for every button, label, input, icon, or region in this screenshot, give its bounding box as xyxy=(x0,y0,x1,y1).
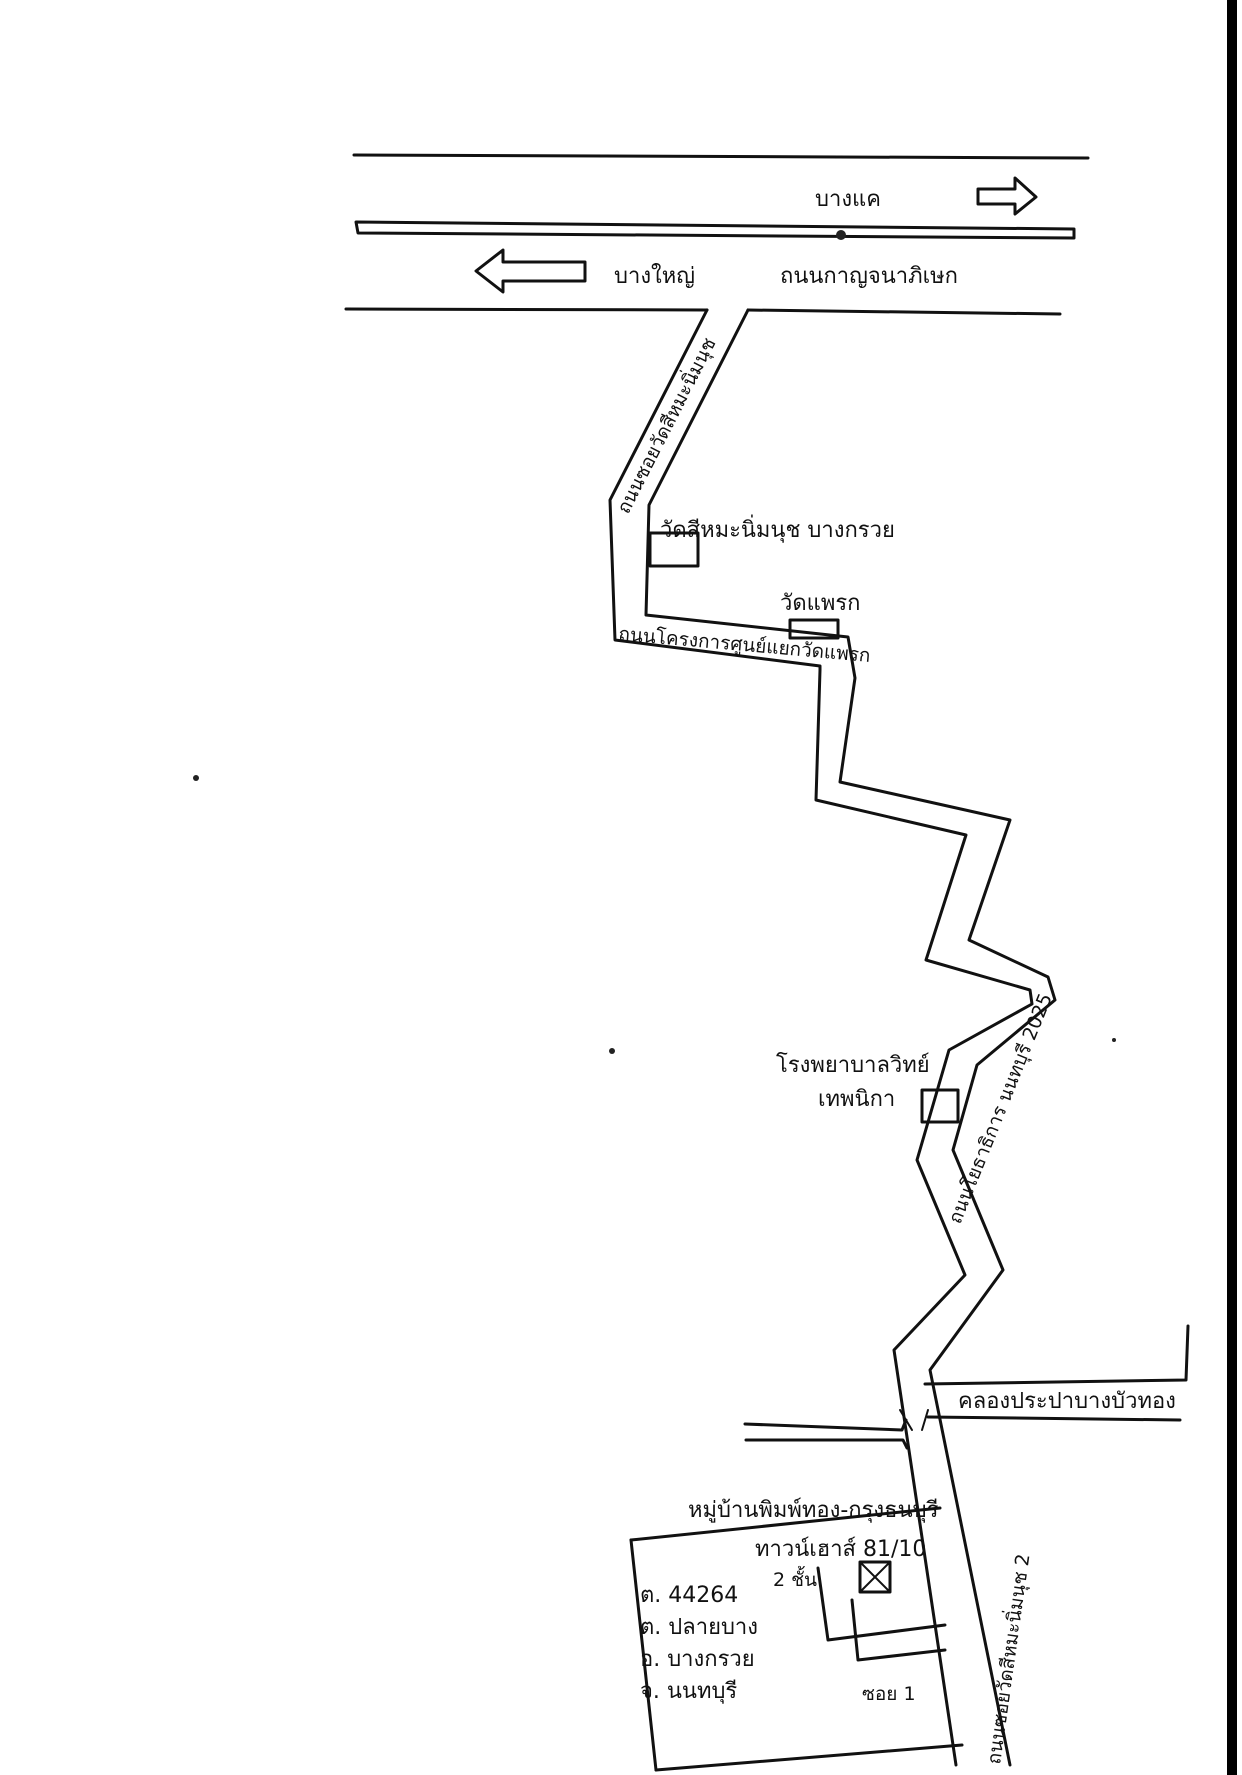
highway xyxy=(344,153,1090,316)
temple-2-marker xyxy=(788,618,840,640)
road-soi-1-label: ถนนซอยวัดสีหมะนิ่มนุช xyxy=(610,333,721,518)
highway-bottom-edge-left xyxy=(344,307,709,312)
arrow-left-icon xyxy=(474,248,587,294)
school-label-line2: เทพนิกา xyxy=(818,1087,895,1112)
canal-label: คลองประปาบางบัวทอง xyxy=(958,1389,1176,1414)
lane-soi-1 xyxy=(816,1566,947,1642)
destination: ซอย 1 ทาวน์เฮาส์ 81/10 2 ชั้น ต. 44264 ต… xyxy=(640,1537,947,1705)
route-right-edge xyxy=(644,308,1057,1767)
road-3-label: ถนนโยธาธิการ นนทบุรี 2025 xyxy=(943,990,1058,1227)
temple-1-marker xyxy=(648,531,700,568)
canal-right-upper xyxy=(923,1324,1190,1386)
address-line-2: ต. ปลายบาง xyxy=(640,1615,758,1640)
route-left-edge xyxy=(608,308,1034,1767)
lane-soi-1-label: ซอย 1 xyxy=(862,1683,916,1705)
address-line-4: จ. นนทบุรี xyxy=(640,1679,737,1704)
village-boundary-top xyxy=(629,1506,942,1542)
address-line-3: อ. บางกรวย xyxy=(640,1647,755,1672)
main-route xyxy=(608,308,1057,1767)
canal-arrow-right xyxy=(921,1409,929,1431)
house-label: ทาวน์เฮาส์ 81/10 xyxy=(755,1537,926,1562)
village-label: หมู่บ้านพิมพ์ทอง-กรุงธนบุรี xyxy=(688,1498,939,1523)
highway-median xyxy=(354,220,1076,240)
median-mark xyxy=(836,230,846,240)
temple-2: วัดแพรก xyxy=(780,591,860,640)
canal-right-lower xyxy=(926,1415,1182,1422)
highway-name-label: ถนนกาญจนาภิเษก xyxy=(780,264,958,289)
road-2-label: ถนนโครงการศูนย์แยกวัดแพรก xyxy=(618,622,872,667)
direction-west-label: บางใหญ่ xyxy=(614,263,695,289)
village: หมู่บ้านพิมพ์ทอง-กรุงธนบุรี xyxy=(629,1498,964,1772)
scan-speck xyxy=(193,775,199,781)
school-label-line1: โรงพยาบาลวิทย์ xyxy=(776,1052,930,1078)
village-boundary-bottom xyxy=(654,1743,964,1772)
canal-left-upper xyxy=(743,1418,908,1432)
address-line-1: ต. 44264 xyxy=(640,1583,738,1608)
house-marker-icon xyxy=(858,1560,892,1594)
scan-speck xyxy=(609,1048,615,1054)
school: โรงพยาบาลวิทย์ เทพนิกา xyxy=(776,1052,960,1124)
canal: คลองประปาบางบัวทอง xyxy=(743,1324,1190,1450)
direction-east-label: บางแค xyxy=(815,187,881,212)
highway-bottom-edge-right xyxy=(746,308,1062,316)
scan-speck xyxy=(1112,1038,1116,1042)
lane-soi-1-inner xyxy=(850,1598,947,1662)
house-floors-label: 2 ชั้น xyxy=(773,1566,817,1591)
school-marker xyxy=(920,1088,960,1124)
canal-left-lower xyxy=(744,1438,909,1450)
highway-top-edge xyxy=(352,153,1090,160)
village-boundary-left xyxy=(629,1538,658,1772)
temple-1: วัดสีหมะนิ่มนุช บางกรวย xyxy=(648,514,895,568)
canal-arrow-left xyxy=(899,1409,913,1431)
temple-1-label: วัดสีหมะนิ่มนุช บางกรวย xyxy=(660,514,895,543)
arrow-right-icon xyxy=(976,176,1038,216)
temple-2-label: วัดแพรก xyxy=(780,591,860,616)
